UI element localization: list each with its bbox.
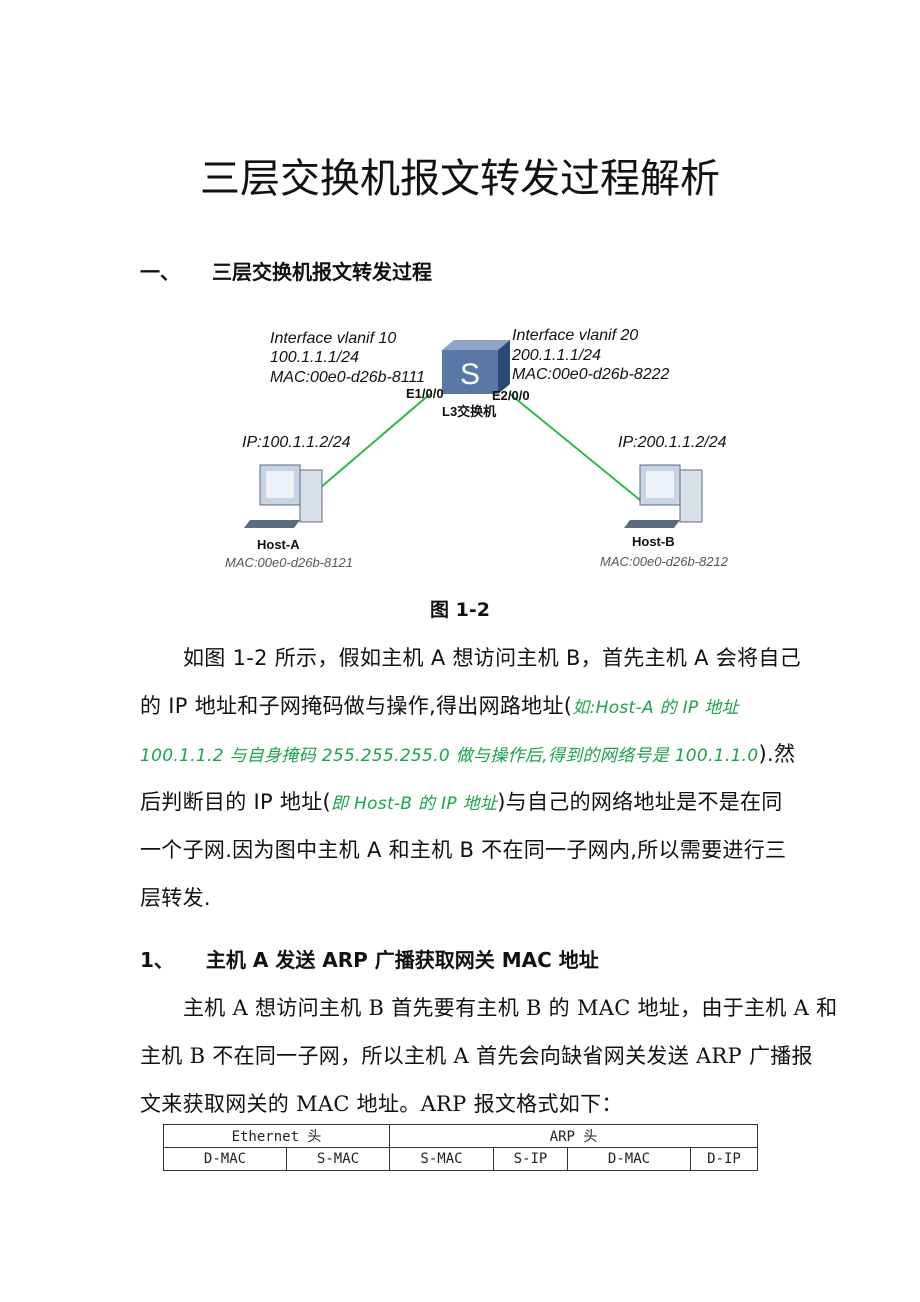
section-title: 主机 A 发送 ARP 广播获取网关 MAC 地址: [205, 948, 599, 972]
network-diagram: S Interface vlanif 10 100.1.1.1/24 MAC:0…: [225, 327, 729, 570]
paragraph-line: 的 IP 地址和子网掩码做与操作,得出网路地址(如:Host-A 的 IP 地址: [140, 694, 739, 718]
figure-caption: 图 1-2: [430, 599, 490, 621]
link-host-b: [509, 393, 641, 501]
section-title: 三层交换机报文转发过程: [212, 260, 432, 284]
svg-text:E2/0/0: E2/0/0: [492, 388, 530, 403]
example-note: 如:Host-A 的 IP 地址: [572, 698, 739, 718]
example-note: 即 Host-B 的 IP 地址: [331, 794, 498, 814]
svg-text:S: S: [460, 358, 480, 391]
paragraph-line: 如图 1-2 所示，假如主机 A 想访问主机 B，首先主机 A 会将自己: [183, 646, 801, 670]
svg-text:IP:200.1.1.2/24: IP:200.1.1.2/24: [618, 434, 727, 451]
paragraph-line: 一个子网.因为图中主机 A 和主机 B 不在同一子网内,所以需要进行三: [140, 838, 787, 862]
svg-text:MAC:00e0-d26b-8121: MAC:00e0-d26b-8121: [225, 555, 353, 570]
field-cell: S-IP: [493, 1147, 568, 1171]
svg-text:Host-A: Host-A: [257, 537, 300, 552]
link-host-a: [319, 393, 431, 489]
svg-text:MAC:00e0-d26b-8212: MAC:00e0-d26b-8212: [600, 554, 729, 569]
switch-icon: S: [442, 340, 510, 394]
paragraph-line: 层转发.: [140, 886, 211, 910]
svg-text:Interface vlanif 20: Interface vlanif 20: [512, 327, 638, 344]
page-title: 三层交换机报文转发过程解析: [200, 156, 720, 202]
paragraph-line: 100.1.1.2 与自身掩码 255.255.255.0 做与操作后,得到的网…: [140, 742, 796, 766]
field-cell: D-IP: [690, 1147, 758, 1171]
section-number: 一、: [140, 260, 180, 284]
paragraph-line: 文来获取网关的 MAC 地址。ARP 报文格式如下：: [140, 1092, 623, 1116]
paragraph-line: 主机 A 想访问主机 B 首先要有主机 B 的 MAC 地址，由于主机 A 和: [183, 996, 838, 1020]
field-cell: S-MAC: [389, 1147, 494, 1171]
field-cell: D-MAC: [163, 1147, 287, 1171]
field-cell: S-MAC: [286, 1147, 390, 1171]
svg-text:Host-B: Host-B: [632, 534, 675, 549]
group-arp-header: ARP 头: [389, 1124, 758, 1148]
section-number: 1、: [140, 948, 174, 972]
svg-text:MAC:00e0-d26b-8111: MAC:00e0-d26b-8111: [270, 369, 425, 386]
paragraph-line: 主机 B 不在同一子网，所以主机 A 首先会向缺省网关发送 ARP 广播报: [140, 1044, 813, 1068]
field-cell: D-MAC: [567, 1147, 691, 1171]
host-b-computer-icon: [624, 464, 703, 528]
example-note: 100.1.1.2 与自身掩码 255.255.255.0 做与操作后,得到的网…: [140, 746, 759, 766]
host-a-computer-icon: [244, 464, 323, 528]
svg-text:Interface vlanif 10: Interface vlanif 10: [270, 330, 396, 347]
svg-text:100.1.1.1/24: 100.1.1.1/24: [270, 349, 359, 366]
svg-text:L3交换机: L3交换机: [442, 404, 496, 419]
svg-text:200.1.1.1/24: 200.1.1.1/24: [511, 347, 601, 364]
section-heading-1: 一、 三层交换机报文转发过程: [140, 256, 432, 285]
group-ethernet-header: Ethernet 头: [163, 1124, 390, 1148]
svg-text:MAC:00e0-d26b-8222: MAC:00e0-d26b-8222: [512, 366, 670, 383]
svg-text:IP:100.1.1.2/24: IP:100.1.1.2/24: [242, 434, 351, 451]
svg-text:E1/0/0: E1/0/0: [406, 386, 444, 401]
arp-packet-format-table: Ethernet 头 ARP 头 D-MAC S-MAC S-MAC S-IP …: [163, 1124, 758, 1171]
paragraph-line: 后判断目的 IP 地址(即 Host-B 的 IP 地址)与自己的网络地址是不是…: [140, 790, 783, 814]
section-heading-2: 1、 主机 A 发送 ARP 广播获取网关 MAC 地址: [140, 944, 599, 973]
